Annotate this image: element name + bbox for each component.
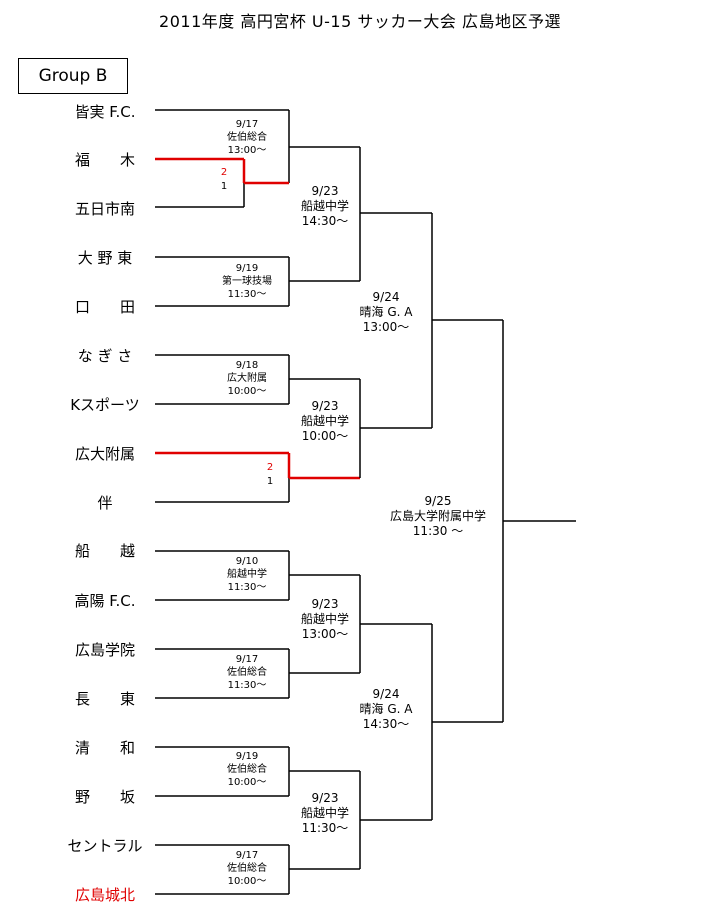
team-1: 皆実 F.C. [74,103,136,121]
match-r2-3-info: 9/23 船越中学 13:00〜 [285,597,365,642]
team-13: 長 東 [74,690,135,708]
match-venue: 船越中学 [300,612,349,626]
team-10: 船 越 [74,542,135,560]
score-prelim-top: 2 [220,167,228,178]
match-date: 9/19 [235,263,259,274]
match-time: 11:30〜 [227,582,267,593]
match-time: 11:30〜 [227,289,267,300]
match-r1-2-info: 9/19 第一球技場 11:30〜 [207,262,287,301]
team-3: 五日市南 [74,200,135,218]
team-7: Kスポーツ [70,396,140,414]
team-16: セントラル [67,837,143,855]
match-date: 9/24 [372,290,400,304]
score-prelim-bottom: 1 [220,181,228,192]
match-venue: 晴海 G. A [359,702,413,716]
match-r2-1-info: 9/23 船越中学 14:30〜 [285,184,365,229]
match-date: 9/23 [311,597,339,611]
match-venue: 広島大学附属中学 [389,509,486,523]
team-6: な ぎ さ [77,347,133,365]
match-r3-2-info: 9/24 晴海 G. A 14:30〜 [346,687,426,732]
match-date: 9/24 [372,687,400,701]
match-date: 9/17 [235,119,259,130]
match-venue: 船越中学 [300,199,349,213]
team-4: 大 野 東 [77,249,133,267]
team-9: 伴 [97,494,113,512]
match-final-info: 9/25 広島大学附属中学 11:30 〜 [368,494,508,539]
team-11: 高陽 F.C. [74,592,136,610]
team-8: 広大附属 [74,445,135,463]
match-venue: 船越中学 [300,414,349,428]
match-date: 9/18 [235,360,259,371]
match-time: 11:30〜 [301,821,349,835]
match-time: 14:30〜 [362,717,410,731]
team-15: 野 坂 [74,788,135,806]
match-date: 9/23 [311,791,339,805]
match-date: 9/23 [311,184,339,198]
match-r1-8-info: 9/17 佐伯総合 10:00〜 [207,849,287,888]
match-venue: 広大附属 [227,373,267,384]
match-time: 13:00〜 [227,145,267,156]
match-date: 9/23 [311,399,339,413]
match-date: 9/17 [235,654,259,665]
team-2: 福 木 [74,151,135,169]
match-time: 11:30〜 [227,680,267,691]
group-label: Group B [18,58,128,94]
match-date: 9/19 [235,751,259,762]
match-venue: 佐伯総合 [227,667,267,678]
match-venue: 佐伯総合 [227,863,267,874]
match-time: 10:00〜 [227,876,267,887]
match-time: 11:30 〜 [412,524,464,538]
match-venue: 晴海 G. A [359,305,413,319]
match-r3-1-info: 9/24 晴海 G. A 13:00〜 [346,290,426,335]
team-14: 清 和 [74,739,135,757]
match-r1-1-info: 9/17 佐伯総合 13:00〜 [207,118,287,157]
match-r1-5-info: 9/10 船越中学 11:30〜 [207,555,287,594]
match-date: 9/17 [235,850,259,861]
match-date: 9/25 [424,494,452,508]
match-time: 10:00〜 [227,777,267,788]
match-r1-3-info: 9/18 広大附属 10:00〜 [207,359,287,398]
score-r1-4-top: 2 [266,462,274,473]
page-title: 2011年度 高円宮杯 U-15 サッカー大会 広島地区予選 [159,12,561,31]
team-12: 広島学院 [74,641,135,659]
score-r1-4-bottom: 1 [266,476,274,487]
match-r2-4-info: 9/23 船越中学 11:30〜 [285,791,365,836]
match-venue: 第一球技場 [222,276,272,287]
match-venue: 船越中学 [300,806,349,820]
match-r1-6-info: 9/17 佐伯総合 11:30〜 [207,653,287,692]
match-r1-7-info: 9/19 佐伯総合 10:00〜 [207,750,287,789]
match-time: 14:30〜 [301,214,349,228]
match-date: 9/10 [235,556,259,567]
team-5: 口 田 [74,298,135,316]
match-venue: 佐伯総合 [227,132,267,143]
team-17: 広島城北 [74,886,135,904]
match-time: 10:00〜 [227,386,267,397]
match-venue: 船越中学 [227,569,267,580]
match-time: 10:00〜 [301,429,349,443]
match-time: 13:00〜 [301,627,349,641]
match-time: 13:00〜 [362,320,410,334]
match-r2-2-info: 9/23 船越中学 10:00〜 [285,399,365,444]
match-venue: 佐伯総合 [227,764,267,775]
